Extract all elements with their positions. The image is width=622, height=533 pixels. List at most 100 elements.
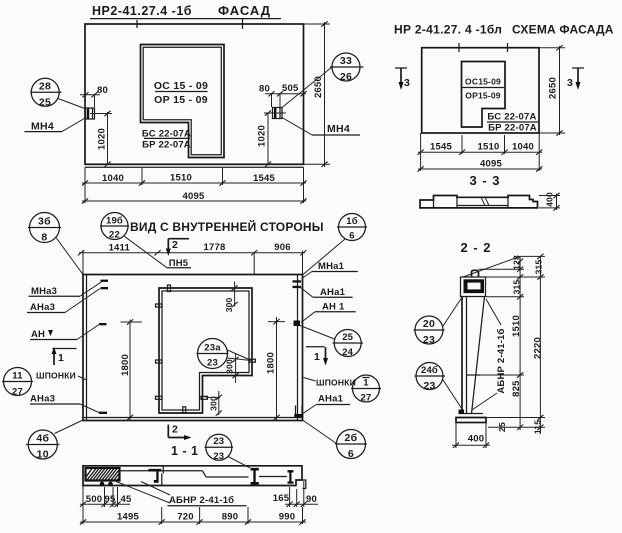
svg-text:ВИД С ВНУТРЕННЕЙ СТОРОНЫ: ВИД С ВНУТРЕННЕЙ СТОРОНЫ xyxy=(130,219,324,234)
svg-text:6: 6 xyxy=(349,231,354,242)
svg-text:300: 300 xyxy=(224,297,234,312)
svg-text:2650: 2650 xyxy=(548,77,559,99)
svg-text:БР 22-07А: БР 22-07А xyxy=(142,140,191,151)
svg-text:1510: 1510 xyxy=(478,142,500,153)
svg-text:906: 906 xyxy=(274,242,290,253)
svg-text:24: 24 xyxy=(342,347,353,358)
svg-text:ШПОНКИ: ШПОНКИ xyxy=(316,378,356,388)
svg-text:165: 165 xyxy=(273,493,290,504)
svg-text:400: 400 xyxy=(545,192,555,207)
svg-text:БС 22-07А: БС 22-07А xyxy=(142,128,191,139)
svg-text:ПН5: ПН5 xyxy=(169,258,189,269)
svg-text:825: 825 xyxy=(511,380,522,397)
svg-text:1020: 1020 xyxy=(97,128,108,150)
svg-text:1510: 1510 xyxy=(511,315,522,337)
svg-text:ОС15-09: ОС15-09 xyxy=(465,77,501,87)
svg-text:315: 315 xyxy=(534,260,544,275)
svg-text:26: 26 xyxy=(340,71,352,83)
svg-text:МН4: МН4 xyxy=(327,123,350,135)
svg-text:АБНР 2-41-1б: АБНР 2-41-1б xyxy=(169,495,234,506)
svg-text:АНа1: АНа1 xyxy=(318,394,344,405)
svg-text:МНа1: МНа1 xyxy=(318,261,345,272)
svg-text:95: 95 xyxy=(105,494,116,505)
svg-text:2: 2 xyxy=(172,424,178,436)
svg-text:33: 33 xyxy=(340,55,352,67)
svg-text:1411: 1411 xyxy=(109,243,131,254)
svg-text:МНа3: МНа3 xyxy=(31,286,57,297)
svg-text:АНа3: АНа3 xyxy=(30,394,55,405)
svg-text:1778: 1778 xyxy=(204,242,226,253)
svg-text:90: 90 xyxy=(306,494,317,505)
svg-text:11: 11 xyxy=(12,371,23,382)
svg-text:2: 2 xyxy=(172,239,178,251)
svg-text:23: 23 xyxy=(423,334,435,346)
svg-text:1040: 1040 xyxy=(102,173,124,184)
svg-text:315: 315 xyxy=(512,280,522,295)
svg-text:20: 20 xyxy=(423,318,435,330)
svg-text:1800: 1800 xyxy=(265,352,276,374)
svg-text:6: 6 xyxy=(348,448,354,460)
svg-text:1: 1 xyxy=(314,351,320,363)
svg-text:ФАСАД: ФАСАД xyxy=(218,3,271,18)
svg-text:ОС 15 - 09: ОС 15 - 09 xyxy=(154,80,208,92)
svg-text:505: 505 xyxy=(282,83,299,94)
svg-text:23а: 23а xyxy=(204,343,221,354)
svg-text:2220: 2220 xyxy=(533,337,544,359)
svg-text:1510: 1510 xyxy=(170,173,192,184)
svg-text:НР 2-41.27. 4 -1бл: НР 2-41.27. 4 -1бл xyxy=(394,23,502,37)
svg-text:ШПОНКИ: ШПОНКИ xyxy=(36,371,76,381)
svg-text:27: 27 xyxy=(12,387,23,398)
svg-text:500: 500 xyxy=(86,494,102,505)
svg-text:115: 115 xyxy=(533,420,543,434)
svg-text:19б: 19б xyxy=(106,216,123,227)
svg-text:ОР15-09: ОР15-09 xyxy=(465,91,500,101)
svg-text:23: 23 xyxy=(213,436,224,447)
svg-text:28: 28 xyxy=(39,80,51,92)
svg-text:25: 25 xyxy=(497,422,507,432)
svg-text:24б: 24б xyxy=(421,365,438,376)
svg-text:4095: 4095 xyxy=(183,191,205,202)
svg-text:АН 1: АН 1 xyxy=(322,302,345,313)
svg-text:8: 8 xyxy=(41,232,47,244)
svg-text:АН: АН xyxy=(31,329,45,340)
svg-text:НР2-41.27.4 -1б: НР2-41.27.4 -1б xyxy=(92,4,192,18)
svg-text:1б: 1б xyxy=(346,216,358,227)
svg-text:1: 1 xyxy=(363,378,369,389)
svg-text:2 - 2: 2 - 2 xyxy=(460,240,491,255)
svg-text:1 - 1: 1 - 1 xyxy=(171,444,199,458)
svg-text:23: 23 xyxy=(207,358,218,369)
svg-text:1040: 1040 xyxy=(512,142,534,153)
svg-text:45: 45 xyxy=(121,494,132,505)
svg-text:3: 3 xyxy=(404,77,410,89)
svg-text:1545: 1545 xyxy=(253,173,275,184)
svg-text:ОР 15 - 09: ОР 15 - 09 xyxy=(154,94,208,106)
svg-text:АНа3: АНа3 xyxy=(30,302,55,313)
svg-text:СХЕМА ФАСАДА: СХЕМА ФАСАДА xyxy=(512,23,614,37)
svg-text:МН4: МН4 xyxy=(31,121,54,133)
svg-text:80: 80 xyxy=(97,85,108,96)
svg-text:АНа1: АНа1 xyxy=(320,287,346,298)
svg-text:АБНР 2-41-1б: АБНР 2-41-1б xyxy=(496,328,507,393)
svg-text:3б: 3б xyxy=(38,216,51,228)
svg-text:2650: 2650 xyxy=(313,76,324,98)
svg-text:1: 1 xyxy=(58,352,64,364)
svg-text:300: 300 xyxy=(209,396,219,411)
svg-text:990: 990 xyxy=(279,512,295,523)
svg-text:3 - 3: 3 - 3 xyxy=(469,173,500,188)
svg-text:10: 10 xyxy=(37,449,49,461)
svg-text:2б: 2б xyxy=(345,432,358,444)
svg-text:128: 128 xyxy=(512,255,522,270)
svg-text:80: 80 xyxy=(259,84,270,95)
svg-text:1020: 1020 xyxy=(257,125,268,147)
svg-text:25: 25 xyxy=(342,332,353,343)
svg-text:1495: 1495 xyxy=(117,512,139,523)
svg-text:4б: 4б xyxy=(36,433,49,445)
svg-text:БР 22-07А: БР 22-07А xyxy=(488,123,537,134)
svg-text:22: 22 xyxy=(109,230,120,241)
svg-text:1545: 1545 xyxy=(430,142,452,153)
svg-text:23: 23 xyxy=(423,380,435,392)
svg-text:720: 720 xyxy=(177,512,193,523)
svg-text:БС 22-07А: БС 22-07А xyxy=(487,112,536,123)
svg-text:300: 300 xyxy=(225,359,235,374)
svg-text:23: 23 xyxy=(213,451,224,462)
